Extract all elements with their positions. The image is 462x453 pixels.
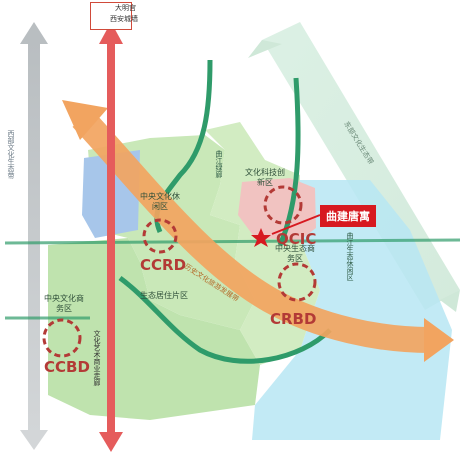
crbd-circle xyxy=(277,262,317,302)
east-west-green-line xyxy=(4,238,461,245)
ccrd-code: CCRD xyxy=(140,256,187,274)
east-zone-label: 曲江生态休闲区 xyxy=(346,232,354,281)
green-corridor-south xyxy=(118,275,332,364)
ccbd-circle xyxy=(42,318,82,358)
red-axis-arrow-up xyxy=(99,22,123,44)
belt-arrowhead-end xyxy=(424,318,454,362)
north-south-red-axis xyxy=(107,40,115,438)
crbd-zone-name: 中央生态商务区 xyxy=(275,244,315,263)
red-axis-arrow-down xyxy=(99,432,123,452)
southwest-green-zone xyxy=(48,238,260,420)
west-axis-label: 西部文化生态带 xyxy=(7,130,15,179)
east-belt-arrowhead-top xyxy=(248,40,282,58)
landmark-label-2: 西安城墙 xyxy=(110,15,138,23)
badge-pointer-line xyxy=(271,214,321,235)
project-highlight-badge: 曲建唐寓 xyxy=(320,205,376,227)
landmark-label-1: 大明宫 xyxy=(115,4,136,12)
ccrd-zone-name: 中央文化休闲区 xyxy=(140,192,180,211)
ccbd-zone-name: 中央文化商务区 xyxy=(44,294,84,313)
eco-residential-name: 生态居住片区 xyxy=(140,291,188,300)
belt-arrowhead-start xyxy=(62,100,108,140)
qcic-circle xyxy=(263,185,303,225)
green-corridor-label: 曲江绿廊 xyxy=(215,150,223,178)
west-axis-arrow-up xyxy=(20,22,48,44)
qcic-code: QCIC xyxy=(276,230,317,248)
ccrd-circle xyxy=(142,218,178,254)
crbd-code: CRBD xyxy=(270,310,317,328)
top-landmark-box xyxy=(90,2,132,30)
tech-zone-name: 文化科技创新区 xyxy=(245,168,285,187)
west-axis-bar xyxy=(28,42,40,437)
red-axis-label: 文化艺术商业走廊 xyxy=(93,330,101,386)
ccbd-code: CCBD xyxy=(44,358,90,376)
location-star-icon xyxy=(251,228,271,247)
east-belt-arrowhead-bottom xyxy=(440,290,460,312)
development-belt xyxy=(72,109,431,353)
west-axis-arrow-down xyxy=(20,430,48,450)
